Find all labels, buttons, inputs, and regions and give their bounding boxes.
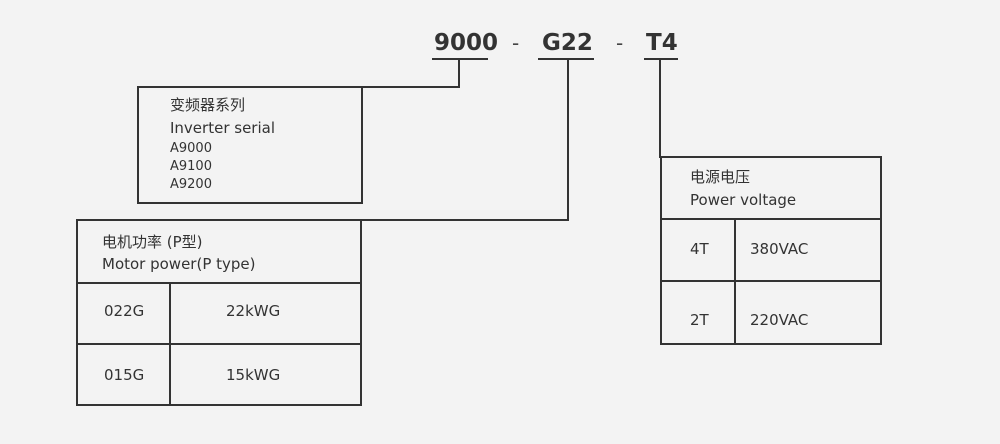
connector-voltage-vertical [659,58,661,158]
series-title-en: Inverter serial [170,119,275,137]
voltage-row-value: 380VAC [750,240,809,258]
motor-row-value: 15kWG [226,366,281,384]
code-series-underline [432,58,488,60]
connector-series-horizontal [362,86,460,88]
motor-power-box [76,219,362,406]
motor-row-divider [76,343,362,345]
motor-title-en: Motor power(P type) [102,255,256,273]
connector-power-vertical [567,58,569,221]
motor-row-code: 022G [104,302,145,320]
code-separator-1: - [512,31,520,55]
motor-row-value: 22kWG [226,302,281,320]
voltage-header-divider [660,218,882,220]
code-voltage-underline [644,58,678,60]
power-voltage-box [660,156,882,345]
motor-title-cn: 电机功率 (P型) [102,233,203,251]
series-item: A9200 [170,177,212,192]
motor-header-divider [76,282,362,284]
motor-column-divider [169,282,171,406]
code-series: 9000 [434,30,499,56]
series-box [137,86,363,204]
voltage-column-divider [734,218,736,345]
voltage-title-en: Power voltage [690,191,797,209]
series-title-cn: 变频器系列 [170,96,246,114]
code-voltage: T4 [646,30,678,56]
series-item: A9000 [170,141,212,156]
code-power-underline [538,58,594,60]
voltage-row-divider [660,280,882,282]
motor-row-code: 015G [104,366,145,384]
series-item: A9100 [170,159,212,174]
voltage-row-value: 220VAC [750,311,809,329]
code-power: G22 [542,30,593,56]
voltage-title-cn: 电源电压 [690,168,751,186]
connector-series-vertical [458,58,460,87]
code-separator-2: - [616,31,624,55]
connector-power-horizontal [361,219,569,221]
voltage-row-code: 2T [690,311,709,329]
voltage-row-code: 4T [690,240,709,258]
